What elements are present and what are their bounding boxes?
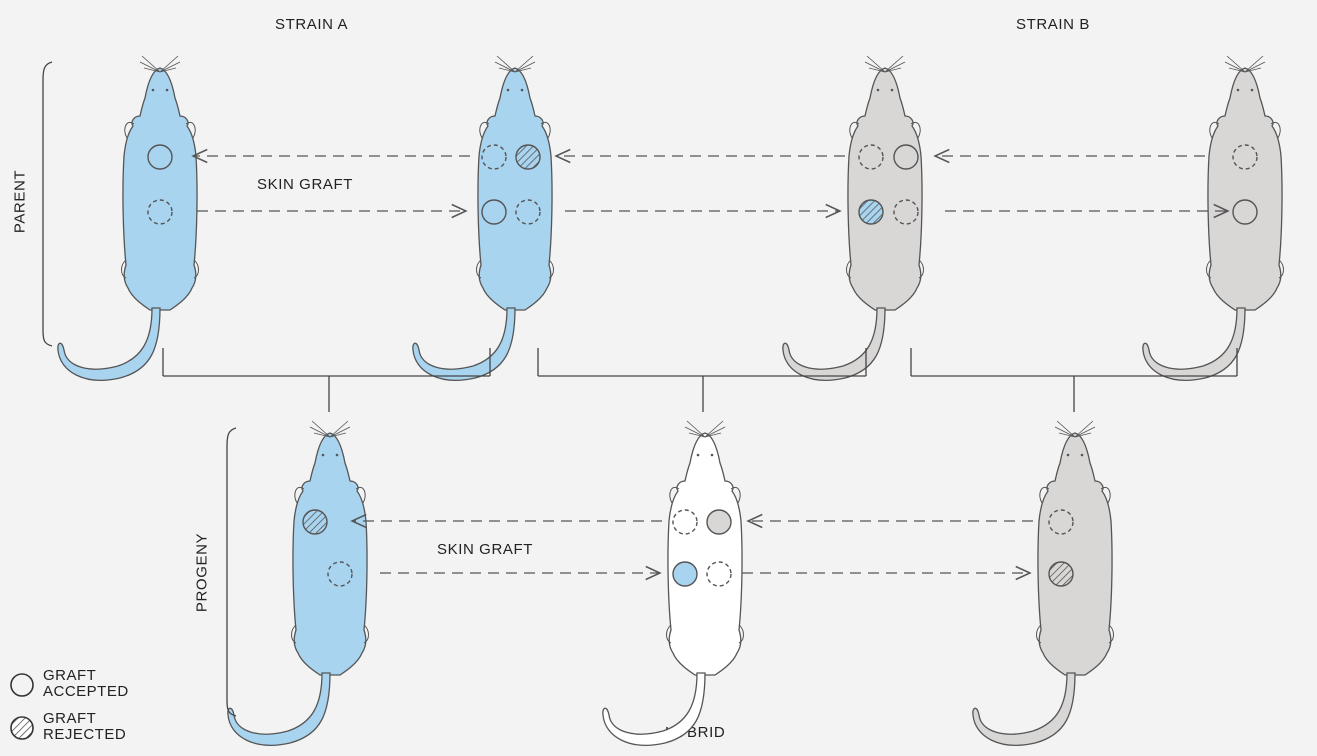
mouse-progeny-strain-b [973, 421, 1114, 745]
mouse-strain-a-left [58, 56, 199, 380]
mouse-strain-b-right [1143, 56, 1284, 380]
legend-rejected-icon [11, 717, 33, 739]
mouse-progeny-hybrid [603, 421, 744, 745]
mouse-strain-b-left [783, 56, 924, 380]
legend-accepted-icon [11, 674, 33, 696]
